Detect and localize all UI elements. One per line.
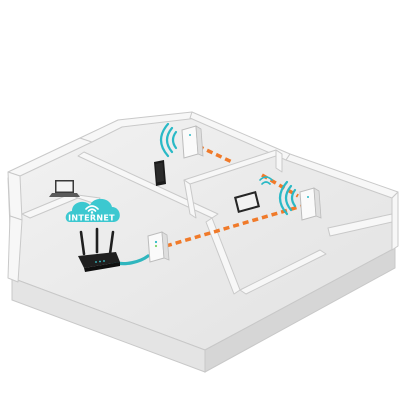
wifi-extender-right <box>278 180 322 221</box>
wifi-signal-icon <box>159 122 178 158</box>
wifi-router-icon <box>78 227 120 272</box>
building-floor <box>7 117 396 373</box>
laptop-icon <box>49 180 80 197</box>
powerline-adapter-icon <box>147 231 170 263</box>
powerline-link-front <box>165 204 303 248</box>
powerline-connections <box>165 144 303 248</box>
powerline-link-back <box>197 144 233 164</box>
cloud-wifi-icon <box>85 205 99 212</box>
tablet-wifi-icon <box>259 176 273 185</box>
internet-cloud-icon: INTERNET <box>65 198 120 223</box>
smartphone-icon <box>154 160 166 186</box>
wifi-signal-icon <box>278 180 297 216</box>
powerline-link-mid <box>261 173 299 198</box>
internet-label: INTERNET <box>68 214 115 223</box>
wifi-extender-back <box>159 122 204 159</box>
walls <box>7 111 399 295</box>
tablet-icon <box>234 191 260 213</box>
